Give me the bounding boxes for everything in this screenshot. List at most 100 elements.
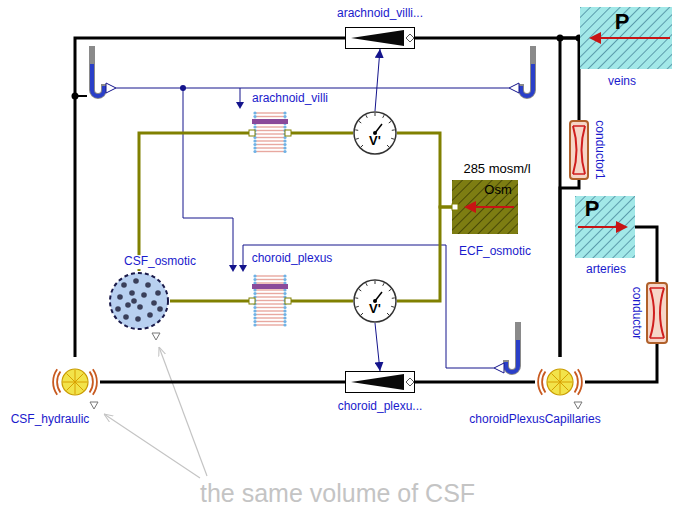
membrane-layer: [256, 279, 284, 280]
solute-dot: [129, 290, 135, 296]
membrane-layer: [283, 139, 286, 142]
membrane-layer: [256, 300, 284, 301]
conductor-throat: [573, 126, 585, 174]
component-text: CSF_hydraulic: [11, 413, 90, 427]
solute-dot: [121, 282, 127, 288]
valve-wedge: [351, 30, 404, 46]
compartment-outline: [110, 273, 168, 329]
component-text: V': [369, 134, 381, 149]
meter-tick: [361, 313, 363, 315]
osmotic-port: [452, 204, 458, 210]
osmotic-connector: [170, 300, 250, 303]
valve-port: [406, 378, 414, 386]
elastic-spoke: [552, 382, 560, 390]
elastic-spoke: [67, 382, 75, 390]
elastic-core: [547, 369, 573, 395]
elastic-arc: [56, 371, 61, 393]
elastic-compartment-icon: [52, 369, 98, 395]
elastic-spoke: [75, 370, 76, 382]
osmotic-connector: [290, 300, 353, 303]
membrane-layer: [256, 303, 284, 304]
membrane-layer: [283, 309, 286, 312]
membrane-layer: [256, 317, 284, 318]
component-label: arteries: [586, 263, 626, 277]
meter-tick: [391, 306, 394, 308]
membrane-layer: [253, 309, 256, 312]
hydraulic-connector: [635, 227, 657, 282]
osmotic-connector: [397, 207, 452, 301]
membrane-layer: [253, 274, 256, 277]
elastic-compartment: choroidPlexusCapillaries: [535, 357, 585, 407]
source-arrow: [595, 37, 670, 39]
meter-tick: [392, 297, 395, 298]
membrane-band: [252, 284, 288, 289]
pressure-sensor: [494, 363, 504, 373]
flow-meter: V': [353, 279, 397, 323]
component-text: conductor1: [592, 120, 606, 179]
component-label: choroid_plexus: [251, 252, 334, 266]
membrane-layer: [256, 133, 284, 134]
osmotic-port: [249, 130, 255, 136]
elastic-spoke: [67, 374, 75, 382]
hydraulic-valve: arachnoid_villi...: [345, 27, 415, 49]
source-arrow: [472, 206, 514, 208]
elastic-compartment-icon: [537, 369, 583, 395]
component-label: Osm: [484, 183, 511, 198]
conductor-throat: [650, 288, 664, 338]
membrane-layer: [256, 144, 284, 145]
hydraulic-conductor-shape: [569, 120, 589, 180]
component-text: P: [615, 9, 630, 34]
elastic-spoke: [548, 382, 560, 383]
component-text: arachnoid_villi...: [337, 7, 423, 21]
membrane-layer: [256, 289, 284, 290]
membrane-layer: [256, 126, 284, 127]
membrane-layer: [256, 140, 284, 141]
pressure-sensor: [506, 340, 518, 372]
membrane-layer: [253, 111, 256, 114]
signal-input-arrow: [229, 102, 247, 272]
membrane-layer: [256, 282, 284, 283]
membrane-layer: [283, 143, 286, 146]
elastic-compartment: CSF_hydraulic: [50, 357, 100, 407]
hydraulic-connector: [579, 38, 580, 120]
membrane-layer: [256, 296, 284, 297]
signal-wire: [116, 88, 509, 368]
signal-input-arrow: [239, 265, 247, 272]
signal-wire: [240, 88, 241, 103]
osmotic-source: 285 mosm/lOsmECF_osmotic: [452, 180, 518, 234]
meter-tick: [392, 129, 395, 130]
elastic-compartment-shape: [535, 357, 585, 407]
osmotic-source-body: [452, 180, 518, 234]
elastic-arc: [574, 371, 579, 393]
membrane-layer: [256, 324, 284, 325]
component-text: P: [585, 196, 600, 221]
meter-tick: [383, 283, 384, 286]
port-triangle: [152, 333, 160, 340]
pressure-sensor: [509, 83, 519, 93]
solute-dot: [117, 294, 123, 300]
pressure-sensor: [106, 83, 116, 93]
osmotic-membrane-shape: [250, 272, 290, 330]
solute-dot: [155, 290, 161, 296]
leader-line: [104, 347, 207, 478]
solute-dot: [141, 292, 147, 298]
solute-dot: [115, 306, 121, 312]
osmotic-port: [285, 130, 291, 136]
port-triangle: [574, 402, 582, 409]
membrane-layer: [256, 307, 284, 308]
hydraulic-conductor-shape: [646, 282, 668, 344]
membrane-layer: [283, 323, 286, 326]
hydraulic-valve-shape: [345, 27, 415, 49]
membrane-layer: [283, 313, 286, 316]
meter-tick: [391, 138, 394, 140]
elastic-spoke: [560, 370, 561, 382]
pressure-sensor: [75, 46, 116, 96]
membrane-layer: [253, 143, 256, 146]
pressure-source: Pveins: [580, 7, 672, 69]
elastic-spoke: [560, 382, 561, 394]
source-arrow: [578, 226, 622, 228]
signal-wire: [243, 245, 446, 266]
solute-dot: [151, 300, 157, 306]
solute-dot: [137, 304, 143, 310]
hydraulic-connector: [585, 344, 657, 382]
